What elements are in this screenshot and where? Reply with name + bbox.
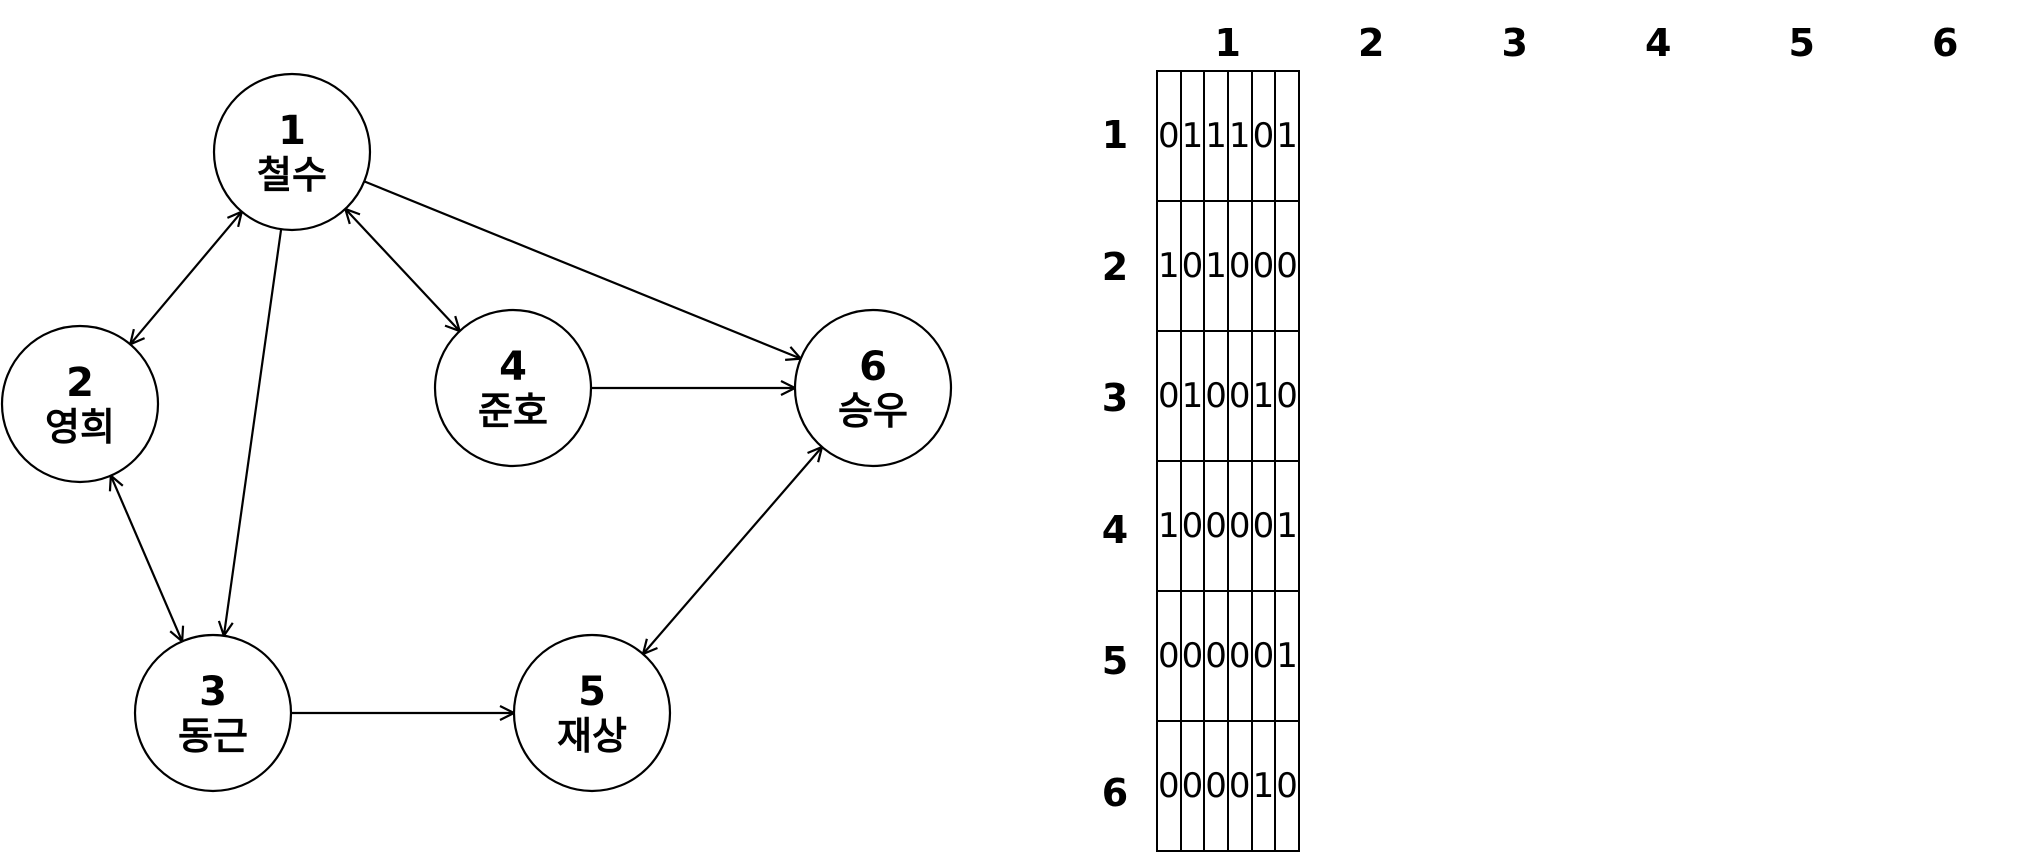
matrix-cell: 0 <box>1250 460 1277 592</box>
node-circle <box>133 633 293 793</box>
matrix-cell: 0 <box>1203 590 1229 722</box>
matrix-cell: 1 <box>1203 200 1229 332</box>
matrix-cell: 0 <box>1156 590 1182 722</box>
matrix-cell: 0 <box>1226 720 1253 852</box>
matrix-cell: 0 <box>1226 200 1253 332</box>
column-header: 2 <box>1358 21 1385 65</box>
node-number: 5 <box>578 669 606 715</box>
edge-1-3 <box>217 229 283 639</box>
matrix-cell: 1 <box>1226 70 1253 202</box>
matrix-cell: 0 <box>1226 460 1253 592</box>
node-name: 철수 <box>257 153 327 197</box>
node-number: 1 <box>278 108 306 154</box>
edge-1-2 <box>128 209 244 347</box>
matrix-cell: 0 <box>1156 330 1182 462</box>
node-circle <box>512 633 672 793</box>
edge-1-4 <box>343 207 462 333</box>
matrix-cell: 0 <box>1203 720 1229 852</box>
matrix-cell: 0 <box>1156 720 1182 852</box>
node-name: 재상 <box>557 714 627 758</box>
matrix-cell: 0 <box>1179 460 1206 592</box>
matrix-cell: 0 <box>1226 330 1253 462</box>
matrix-cell: 0 <box>1179 200 1206 332</box>
node-4: 4준호 <box>433 308 593 468</box>
column-header: 6 <box>1932 21 1959 65</box>
node-5: 5재상 <box>512 633 672 793</box>
row-header: 2 <box>1101 244 1129 289</box>
matrix-cell: 1 <box>1179 70 1206 202</box>
node-name: 영희 <box>45 405 115 449</box>
matrix-cell: 0 <box>1250 200 1277 332</box>
matrix-cell: 0 <box>1274 330 1300 462</box>
row-header: 1 <box>1101 113 1129 157</box>
row-header: 5 <box>1101 639 1129 683</box>
node-number: 4 <box>499 344 527 390</box>
matrix-cell: 0 <box>1250 590 1277 722</box>
edge-2-3 <box>108 473 185 644</box>
column-header: 5 <box>1788 21 1815 65</box>
matrix-cell: 1 <box>1250 720 1277 852</box>
matrix-cell: 0 <box>1179 590 1206 722</box>
matrix-cell: 0 <box>1226 590 1253 722</box>
matrix-cell: 0 <box>1203 330 1229 462</box>
node-name: 동근 <box>178 714 248 758</box>
column-header: 3 <box>1501 21 1528 65</box>
matrix-cell: 0 <box>1250 70 1277 202</box>
node-3: 3동근 <box>133 633 293 793</box>
node-circle <box>793 308 953 468</box>
node-6: 6승우 <box>793 308 953 468</box>
matrix-cell: 1 <box>1274 70 1300 202</box>
matrix-cell: 0 <box>1203 460 1229 592</box>
matrix-cell: 1 <box>1274 460 1300 592</box>
edge-5-6 <box>641 445 824 656</box>
node-number: 3 <box>199 669 227 715</box>
row-header: 3 <box>1101 376 1129 420</box>
edge-1-6 <box>363 180 804 361</box>
matrix-cell: 1 <box>1179 330 1206 462</box>
matrix-cell: 1 <box>1274 590 1300 722</box>
column-header: 4 <box>1645 21 1672 65</box>
node-name: 준호 <box>478 389 548 433</box>
node-number: 6 <box>859 344 887 390</box>
matrix-cell: 1 <box>1250 330 1277 462</box>
matrix-cell: 1 <box>1203 70 1229 202</box>
matrix-cell: 1 <box>1156 460 1182 592</box>
matrix-cell: 0 <box>1179 720 1206 852</box>
matrix-cell: 0 <box>1156 70 1182 202</box>
matrix-cell: 0 <box>1274 720 1300 852</box>
directed-graph: 1철수 2영희 3동근 4준호 5재상 6승우 <box>0 72 953 793</box>
row-header: 4 <box>1101 507 1129 552</box>
matrix-cell: 0 <box>1274 200 1300 332</box>
node-number: 2 <box>66 360 94 406</box>
node-name: 승우 <box>838 389 908 433</box>
row-header: 6 <box>1101 770 1129 815</box>
column-header: 1 <box>1214 21 1241 65</box>
node-2: 2영희 <box>0 324 160 484</box>
node-circle <box>433 308 593 468</box>
matrix-cell: 1 <box>1156 200 1182 332</box>
node-circle <box>212 72 372 232</box>
node-circle <box>0 324 160 484</box>
node-1: 1철수 <box>212 72 372 232</box>
